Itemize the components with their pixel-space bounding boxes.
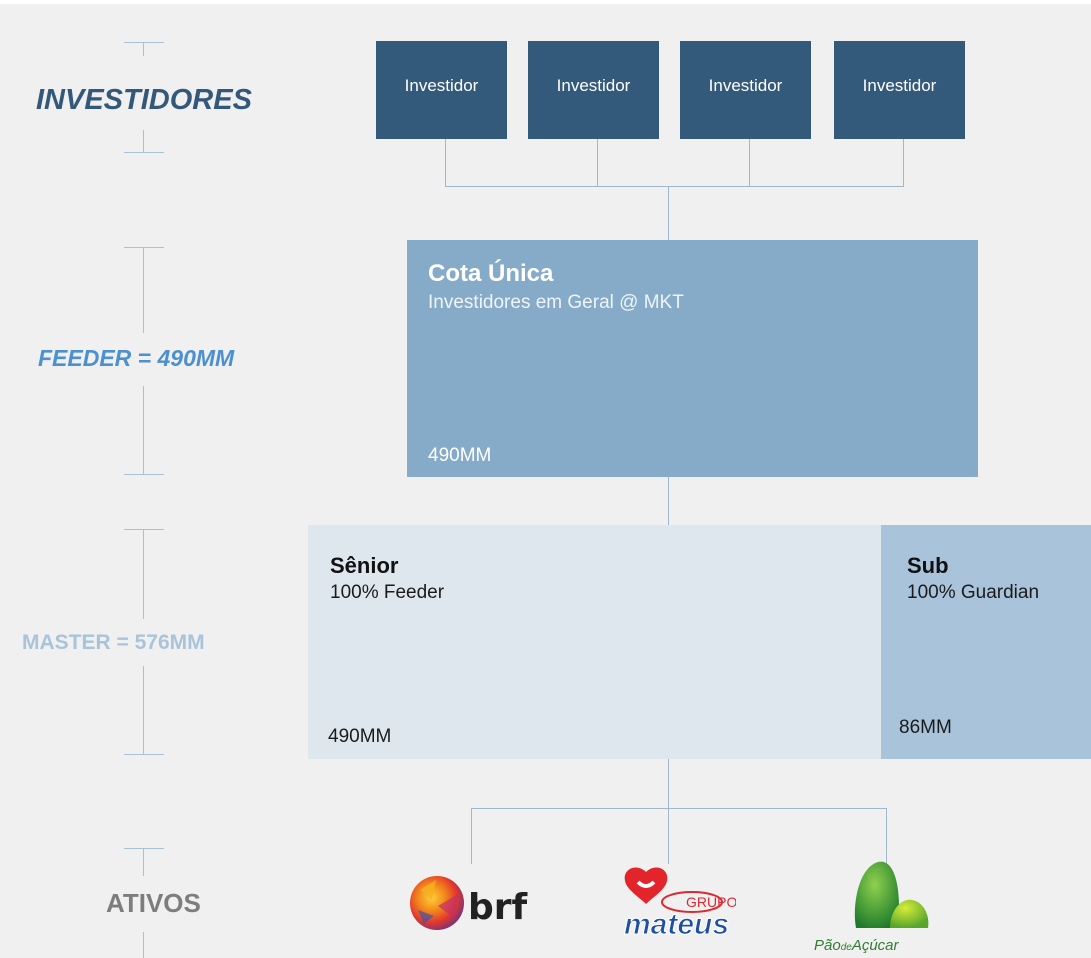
investor-label: Investidor [404, 76, 479, 95]
connector-line [749, 139, 750, 186]
label-investidores: INVESTIDORES [36, 84, 252, 116]
connector-line [668, 808, 669, 864]
connector-line [668, 477, 669, 525]
bracket-line [143, 666, 144, 754]
connector-line [886, 808, 887, 864]
investor-box-2: Investidor [528, 41, 659, 139]
bracket-bottom-cap [124, 152, 164, 153]
master-senior-box: Sênior 100% Feeder 490MM [308, 525, 881, 759]
mateus-name-text: mateus [624, 908, 729, 941]
bracket-top-cap [124, 247, 164, 248]
bracket-line [143, 529, 144, 619]
bracket-top-cap [124, 529, 164, 530]
investor-label: Investidor [862, 76, 937, 95]
connector-line [903, 139, 904, 186]
connector-bus [445, 186, 904, 187]
feeder-subtitle: Investidores em Geral @ MKT [428, 292, 684, 313]
bracket-line [143, 932, 144, 958]
label-ativos: ATIVOS [106, 888, 201, 918]
bracket-line [143, 130, 144, 152]
bracket-bottom-cap [124, 754, 164, 755]
master-sub-box: Sub 100% Guardian 86MM [881, 525, 1091, 759]
sub-subtitle: 100% Guardian [907, 582, 1040, 603]
svg-text:PãodeAçúcar: PãodeAçúcar [814, 937, 900, 954]
investor-box-4: Investidor [834, 41, 965, 139]
connector-bus [471, 808, 887, 809]
label-feeder: FEEDER = 490MM [38, 345, 235, 371]
sub-amount: 86MM [899, 717, 952, 738]
grupo-mateus-logo: GRUPO mateus [624, 867, 736, 942]
bracket-line [143, 386, 144, 474]
fund-structure-diagram: INVESTIDORES FEEDER = 490MM MASTER = 576… [0, 4, 1091, 958]
feeder-title: Cota Única [428, 260, 554, 287]
investor-label: Investidor [708, 76, 783, 95]
feeder-amount: 490MM [428, 445, 492, 466]
mateus-grupo-text: GRUPO [686, 894, 736, 910]
bracket-line [143, 848, 144, 876]
acucar-text: Açúcar [851, 937, 900, 954]
connector-line [668, 759, 669, 808]
bracket-bottom-cap [124, 474, 164, 475]
bracket-line [143, 247, 144, 333]
connector-line [668, 186, 669, 240]
brf-logo-text: brf [468, 887, 528, 928]
investor-label: Investidor [556, 76, 631, 95]
brf-logo: brf [410, 876, 528, 930]
pao-de-acucar-logo: PãodeAçúcar [814, 861, 929, 954]
feeder-cota-box: Cota Única Investidores em Geral @ MKT 4… [407, 240, 978, 477]
sub-title: Sub [907, 553, 949, 578]
investor-box-3: Investidor [680, 41, 811, 139]
connector-line [445, 139, 446, 186]
senior-subtitle: 100% Feeder [330, 582, 445, 603]
pao-text: Pão [814, 937, 841, 954]
connector-line [597, 139, 598, 186]
senior-amount: 490MM [328, 726, 392, 747]
bracket-line [143, 42, 144, 56]
bracket-top-cap [124, 42, 164, 43]
label-master: MASTER = 576MM [22, 631, 205, 654]
investor-box-1: Investidor [376, 41, 507, 139]
connector-line [471, 808, 472, 864]
senior-title: Sênior [330, 553, 399, 578]
bracket-top-cap [124, 848, 164, 849]
pao-de-text: de [841, 942, 853, 953]
